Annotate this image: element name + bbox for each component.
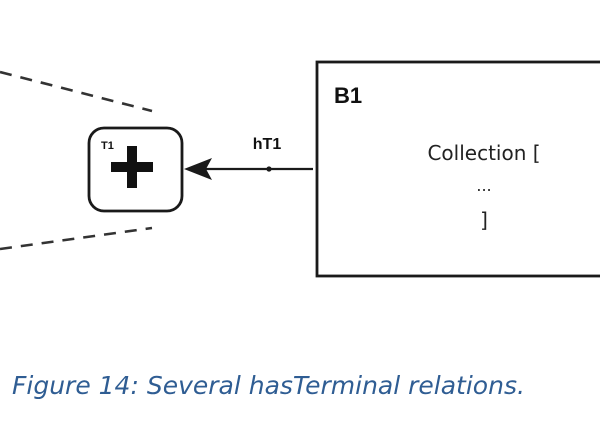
box-content-line-3: ] — [480, 208, 488, 232]
box-title: B1 — [334, 83, 362, 108]
terminal-label: T1 — [101, 140, 114, 152]
b1-box — [315, 60, 600, 278]
edge-label: hT1 — [253, 136, 282, 153]
edge-midpoint-dot — [266, 166, 272, 172]
box-content-line-1: Collection [ — [427, 141, 540, 165]
plus-icon — [111, 146, 153, 188]
figure-caption: Figure 14: Several hasTerminal relations… — [12, 371, 525, 400]
dashed-line-top — [0, 70, 153, 113]
box-content-line-2: ... — [476, 176, 491, 195]
dashed-line-bottom — [0, 226, 153, 251]
arrowhead-icon — [184, 158, 212, 180]
